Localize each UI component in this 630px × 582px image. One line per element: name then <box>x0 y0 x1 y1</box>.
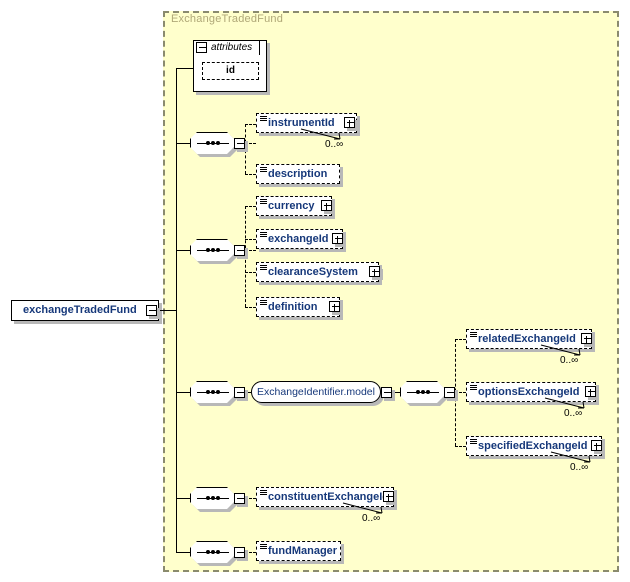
connector-trunk-to-attributes <box>176 68 193 69</box>
exchangeid-expand-plus-icon[interactable] <box>332 233 343 244</box>
clearancesystem-expand-plus-icon[interactable] <box>369 266 380 277</box>
optionsexchangeid-repeat-arrow <box>544 397 585 409</box>
connector-trunk-to-seq5 <box>176 498 190 499</box>
connector-seq3-to-model <box>245 392 251 393</box>
element-icon <box>260 300 267 307</box>
seq2-branch-to-exchangeid <box>245 239 256 240</box>
definition-expand-plus-icon[interactable] <box>329 301 340 312</box>
root-collapse-minus-icon[interactable] <box>146 305 157 316</box>
model-group-label: ExchangeIdentifier.model <box>257 385 375 398</box>
instrumentid-occurrence: 0..∞ <box>325 139 344 150</box>
constituentexchangeid-occurrence: 0..∞ <box>362 513 381 524</box>
complex-type-panel <box>163 11 619 572</box>
specifiedexchangeid-repeat-arrow <box>550 451 591 463</box>
element-icon <box>260 232 267 239</box>
root-element-box[interactable]: exchangeTradedFund <box>11 300 159 321</box>
element-description-label: description <box>268 167 328 180</box>
seq4-branch-to-specifiedexchangeid <box>455 446 466 447</box>
root-element-label: exchangeTradedFund <box>23 304 137 316</box>
attribute-id-label: id <box>226 65 235 76</box>
seq5-collapse-minus-icon[interactable] <box>234 493 245 504</box>
seq1-collapse-minus-icon[interactable] <box>234 138 245 149</box>
instrumentid-expand-plus-icon[interactable] <box>344 117 355 128</box>
connector-root-to-trunk <box>157 310 176 311</box>
element-clearancesystem-label: clearanceSystem <box>268 265 358 278</box>
seq4-collapse-minus-icon[interactable] <box>444 387 455 398</box>
element-icon <box>260 167 267 174</box>
seq4-branch-to-relatedexchangeid <box>455 339 466 340</box>
element-icon <box>260 490 267 497</box>
element-icon <box>470 439 477 446</box>
seq2-branch-to-clearancesystem <box>245 272 256 273</box>
element-icon <box>470 332 477 339</box>
attributes-tab[interactable]: attributes <box>193 40 260 55</box>
seq2-stub <box>245 250 256 251</box>
element-currency-label: currency <box>268 199 315 212</box>
element-optionsexchangeid-label: optionsExchangeId <box>478 385 580 398</box>
element-optionsexchangeid-box[interactable]: optionsExchangeId <box>466 382 596 402</box>
constituentexchangeid-repeat-arrow <box>342 502 383 514</box>
seq1-branch-to-instrumentid <box>245 124 256 125</box>
constituentexchangeid-expand-plus-icon[interactable] <box>383 491 394 502</box>
currency-expand-plus-icon[interactable] <box>321 200 332 211</box>
element-icon <box>260 116 267 123</box>
element-specifiedexchangeid-label: specifiedExchangeId <box>478 439 588 452</box>
attributes-collapse-minus-icon[interactable] <box>196 42 207 53</box>
element-exchangeid-label: exchangeId <box>268 232 329 245</box>
seq1-stub <box>245 143 256 144</box>
seq5-branch-to-constituentexchangeid <box>245 498 256 499</box>
element-fundmanager-box[interactable]: fundManager <box>256 541 341 561</box>
element-clearancesystem-box[interactable]: clearanceSystem <box>256 262 379 282</box>
element-currency-box[interactable]: currency <box>256 196 332 216</box>
relatedexchangeid-expand-plus-icon[interactable] <box>581 333 592 344</box>
element-instrumentid-label: instrumentId <box>268 116 335 129</box>
optionsexchangeid-expand-plus-icon[interactable] <box>585 386 596 397</box>
seq2-branch-to-definition <box>245 307 256 308</box>
connector-trunk-to-seq6 <box>176 552 190 553</box>
complex-type-title: ExchangeTradedFund <box>171 13 284 25</box>
element-definition-label: definition <box>268 300 318 313</box>
specifiedexchangeid-expand-plus-icon[interactable] <box>591 440 602 451</box>
element-exchangeid-box[interactable]: exchangeId <box>256 229 343 249</box>
model-group-collapse-minus-icon[interactable] <box>381 387 392 398</box>
element-icon <box>260 265 267 272</box>
connector-model-to-seq4 <box>392 392 400 393</box>
instrumentid-repeat-arrow <box>300 128 341 140</box>
seq2-branch-to-currency <box>245 206 256 207</box>
attributes-label: attributes <box>211 42 253 53</box>
specifiedexchangeid-occurrence: 0..∞ <box>570 462 589 473</box>
element-icon <box>470 385 477 392</box>
element-definition-box[interactable]: definition <box>256 297 340 317</box>
element-relatedexchangeid-label: relatedExchangeId <box>478 332 576 345</box>
element-constituentexchangeid-box[interactable]: constituentExchangeId <box>256 487 394 507</box>
trunk-vertical-line <box>176 68 177 552</box>
optionsexchangeid-occurrence: 0..∞ <box>564 408 583 419</box>
seq3-collapse-minus-icon[interactable] <box>234 387 245 398</box>
seq4-branch-to-optionsexchangeid <box>455 392 466 393</box>
seq6-collapse-minus-icon[interactable] <box>234 547 245 558</box>
connector-trunk-to-seq2 <box>176 250 190 251</box>
element-fundmanager-label: fundManager <box>268 544 338 557</box>
seq1-branch-to-description <box>245 174 256 175</box>
connector-trunk-to-seq1 <box>176 143 190 144</box>
seq2-collapse-minus-icon[interactable] <box>234 245 245 256</box>
seq6-branch-to-fundmanager <box>245 552 256 553</box>
relatedexchangeid-repeat-arrow <box>540 344 581 356</box>
element-icon <box>260 544 267 551</box>
connector-trunk-to-seq3 <box>176 392 190 393</box>
element-constituentexchangeid-label: constituentExchangeId <box>268 490 390 503</box>
relatedexchangeid-occurrence: 0..∞ <box>560 355 579 366</box>
element-description-box[interactable]: description <box>256 164 340 184</box>
attribute-id-box[interactable]: id <box>202 62 259 80</box>
element-icon <box>260 199 267 206</box>
